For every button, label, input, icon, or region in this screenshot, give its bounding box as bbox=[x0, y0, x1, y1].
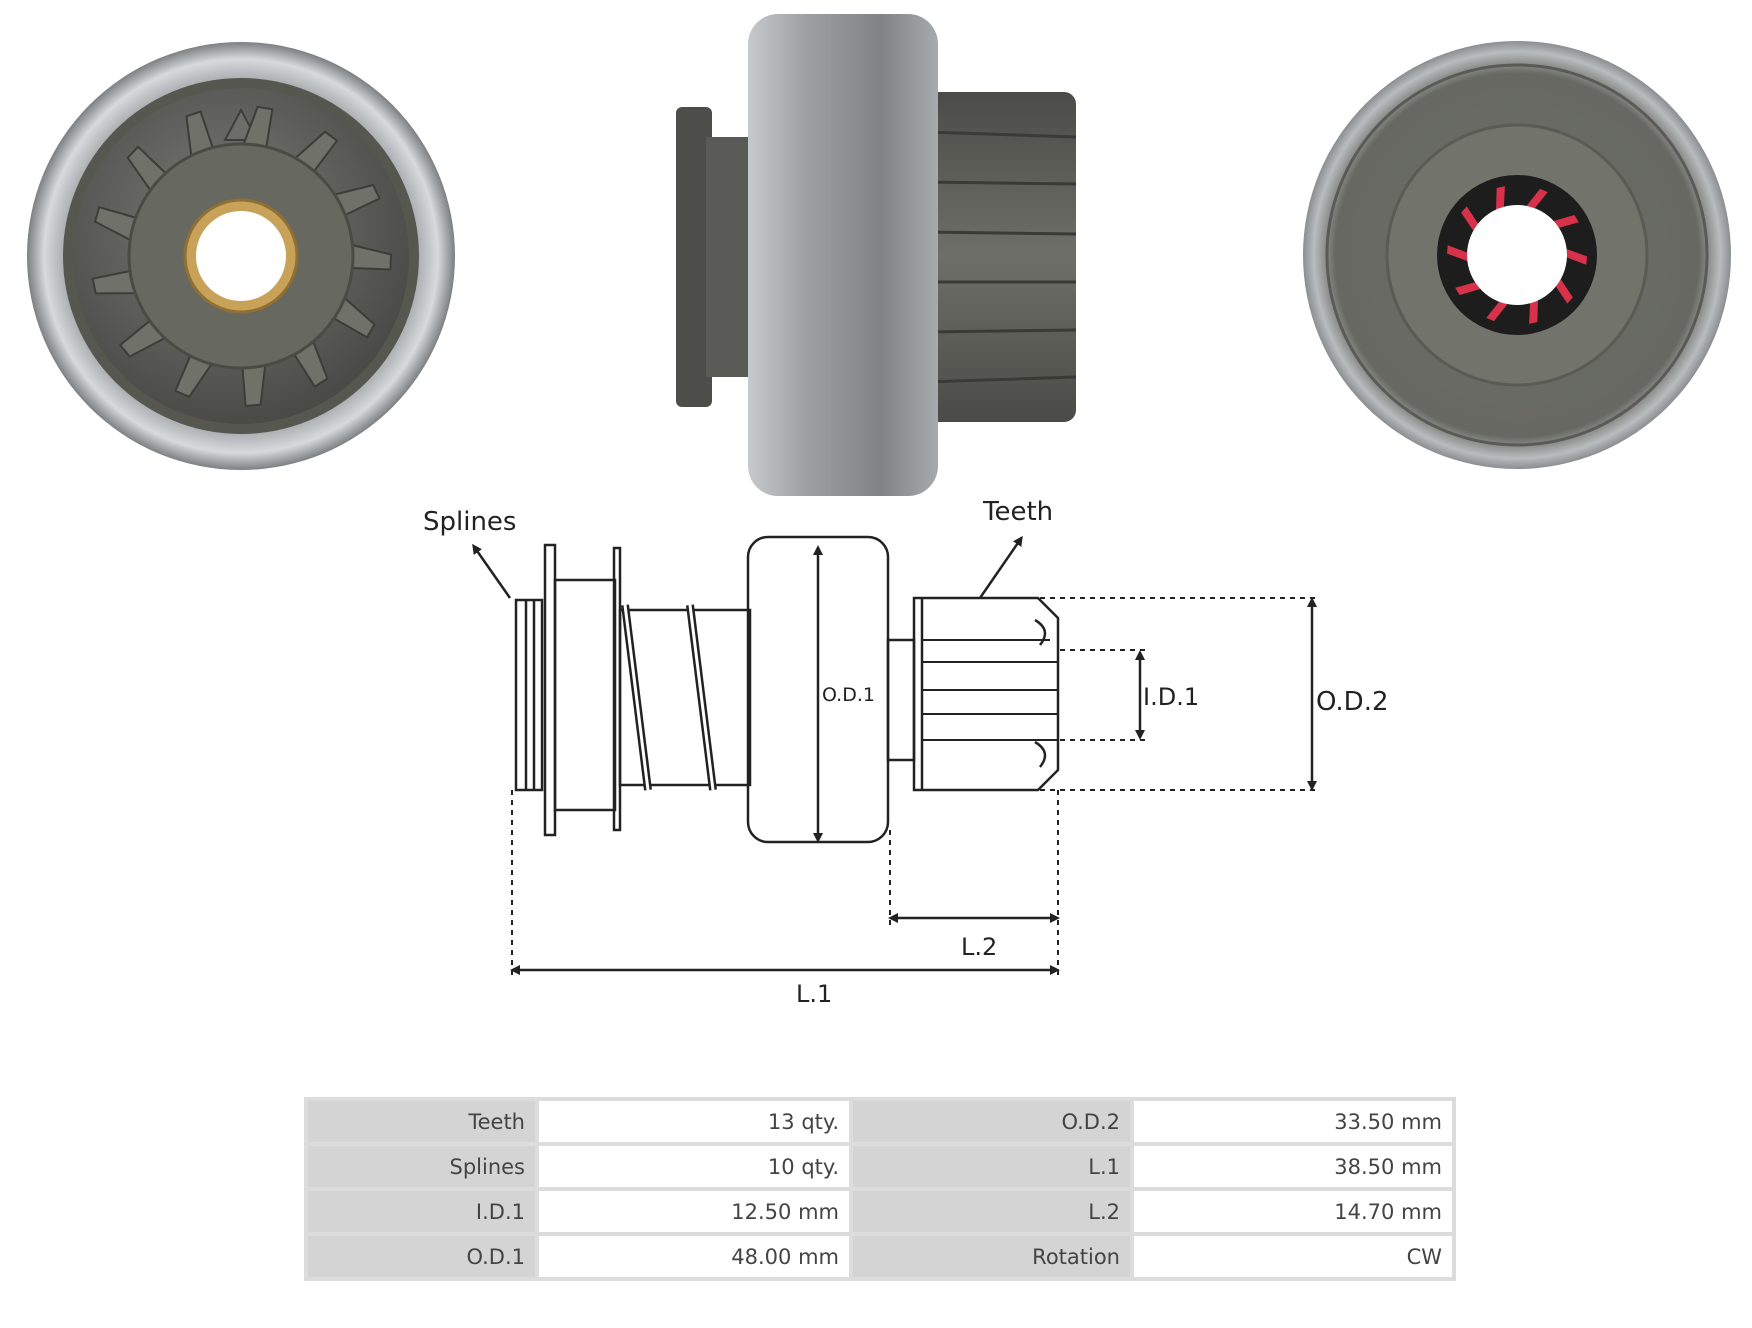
table-row: Splines 10 qty. L.1 38.50 mm bbox=[308, 1146, 1452, 1187]
spline bbox=[1566, 249, 1587, 265]
spline bbox=[1526, 188, 1548, 209]
table-row: Teeth 13 qty. O.D.2 33.50 mm bbox=[308, 1101, 1452, 1142]
table-row: I.D.1 12.50 mm L.2 14.70 mm bbox=[308, 1191, 1452, 1232]
spline bbox=[1461, 206, 1479, 231]
table-row: O.D.1 48.00 mm Rotation CW bbox=[308, 1236, 1452, 1277]
spline bbox=[1553, 215, 1579, 228]
l1-label: L.1 bbox=[796, 980, 832, 1008]
od2-label: O.D.2 bbox=[1316, 687, 1389, 717]
od1-label: O.D.1 bbox=[822, 684, 875, 706]
drive-side-view-photo bbox=[676, 14, 1077, 496]
spec-key: Teeth bbox=[308, 1101, 535, 1142]
spec-table: Teeth 13 qty. O.D.2 33.50 mm Splines 10 … bbox=[304, 1097, 1456, 1281]
spec-key: Rotation bbox=[853, 1236, 1130, 1277]
pinion-gear bbox=[912, 596, 1060, 792]
spec-key: I.D.1 bbox=[308, 1191, 535, 1232]
spec-value: 33.50 mm bbox=[1134, 1101, 1452, 1142]
spec-value: 48.00 mm bbox=[539, 1236, 849, 1277]
spec-value: 13 qty. bbox=[539, 1101, 849, 1142]
spec-value: 10 qty. bbox=[539, 1146, 849, 1187]
spec-key: Splines bbox=[308, 1146, 535, 1187]
spec-key: L.1 bbox=[853, 1146, 1130, 1187]
spec-value: 14.70 mm bbox=[1134, 1191, 1452, 1232]
spec-key: O.D.2 bbox=[853, 1101, 1130, 1142]
spline bbox=[1447, 245, 1468, 261]
spline bbox=[1555, 279, 1573, 304]
spline bbox=[1455, 282, 1481, 295]
spline bbox=[1529, 300, 1538, 324]
spec-key: L.2 bbox=[853, 1191, 1130, 1232]
splines-label: Splines bbox=[423, 507, 516, 537]
clutch-drum bbox=[746, 535, 890, 844]
l2-label: L.2 bbox=[961, 933, 997, 961]
teeth-label: Teeth bbox=[982, 497, 1053, 527]
splines-end bbox=[514, 598, 544, 792]
spline bbox=[1486, 301, 1508, 322]
spec-key: O.D.1 bbox=[308, 1236, 535, 1277]
id1-label: I.D.1 bbox=[1143, 683, 1199, 711]
spec-value: 38.50 mm bbox=[1134, 1146, 1452, 1187]
spec-value: 12.50 mm bbox=[539, 1191, 849, 1232]
drive-front-view-photo bbox=[27, 42, 455, 470]
drive-rear-view-photo bbox=[1303, 41, 1731, 469]
spec-value: CW bbox=[1134, 1236, 1452, 1277]
spline bbox=[1496, 186, 1505, 210]
